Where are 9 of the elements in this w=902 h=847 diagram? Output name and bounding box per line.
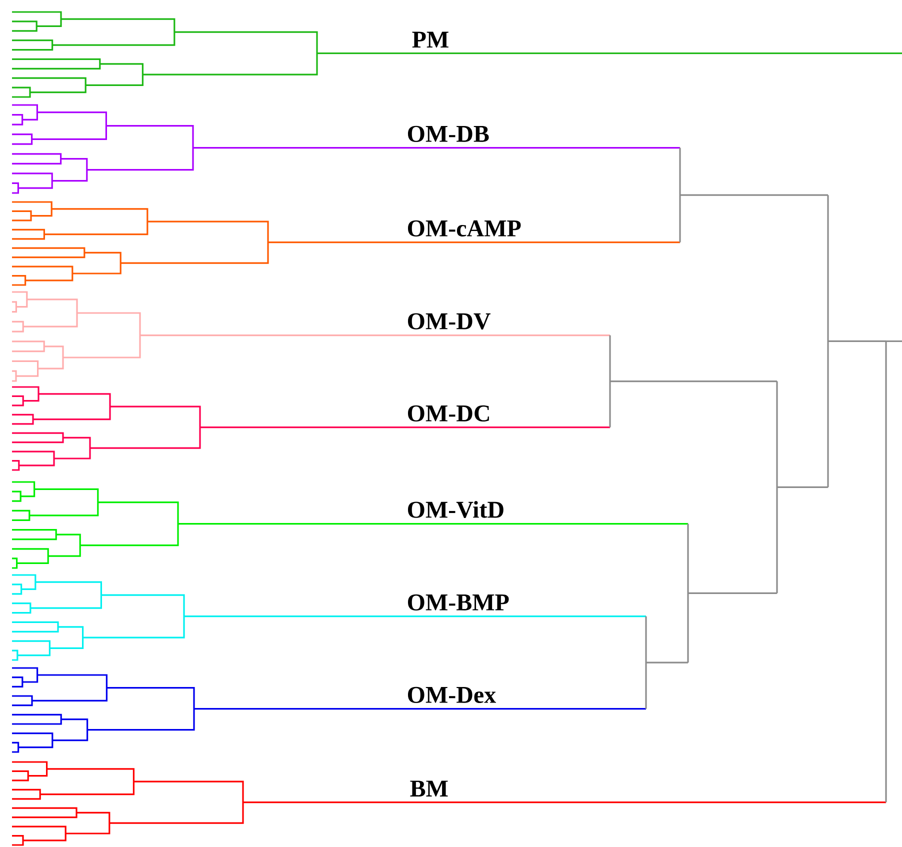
cluster-label: PM bbox=[412, 32, 448, 48]
cluster-label: OM-cAMP bbox=[408, 220, 521, 236]
cluster-label: OM-DV bbox=[408, 313, 491, 330]
cluster-label: OM-BMP bbox=[408, 594, 509, 610]
cluster-label: OM-DB bbox=[408, 126, 489, 142]
cluster-label: BM bbox=[410, 780, 448, 796]
cluster-label: OM-VitD bbox=[408, 501, 504, 518]
cluster-label: OM-DC bbox=[408, 405, 489, 422]
cluster-label: OM-Dex bbox=[408, 686, 496, 703]
